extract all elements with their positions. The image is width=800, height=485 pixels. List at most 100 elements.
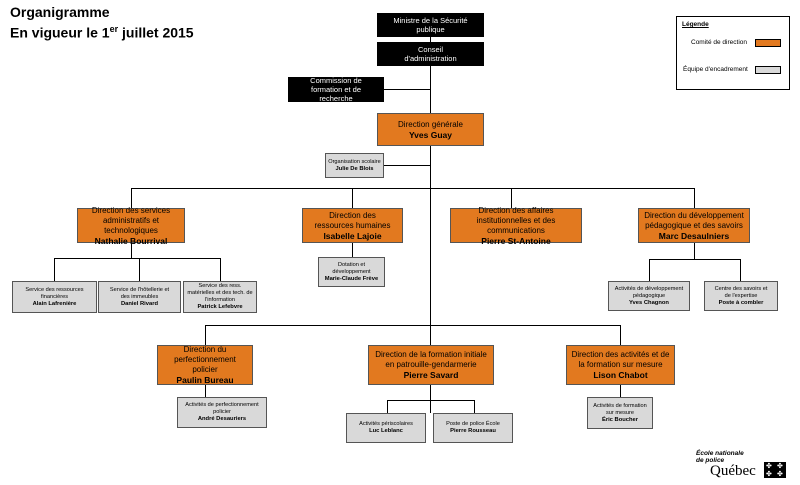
node-sr-fin-name: Alain Lafrenière [32, 300, 77, 307]
connector [694, 188, 695, 208]
node-dsat-title: Direction des services administratifs et… [91, 205, 171, 235]
node-act-perf-title: Activités de perfectionnement policier [185, 402, 259, 415]
node-dpp-title: Direction du perfectionnement policier [174, 345, 236, 374]
node-act-peri-name: Luc Leblanc [369, 428, 403, 434]
legend-direction-swatch [755, 39, 781, 47]
node-sr-fin-title: Service des ressources financières [25, 286, 84, 300]
node-act-ped: Activités de développement pédagogique Y… [608, 281, 690, 311]
connector [220, 258, 221, 281]
node-ddps-title: Direction du développement pédagogique e… [644, 210, 744, 230]
logo-quebec-wordmark: Québec [710, 463, 756, 479]
node-dpp: Direction du perfectionnement policier P… [157, 345, 253, 385]
node-act-perf-name: André Desauriers [197, 416, 247, 422]
connector [131, 243, 132, 258]
node-sr-hotel: Service de l'hôtellerie et des immeubles… [98, 281, 181, 313]
node-dotation-title: Dotation et développement [332, 261, 371, 275]
node-dpp-name: Paulin Bureau [176, 375, 234, 385]
node-sr-hotel-name: Daniel Rivard [120, 300, 159, 307]
node-act-ped-name: Yves Chagnon [629, 299, 669, 306]
node-dafm-name: Lison Chabot [593, 370, 648, 380]
connector [205, 325, 206, 345]
connector [620, 325, 621, 345]
connector [383, 89, 430, 90]
node-drh-title: Direction des ressources humaines [314, 210, 391, 230]
node-act-perf: Activités de perfectionnement policier A… [177, 397, 267, 428]
connector [387, 400, 474, 401]
trunk-connector [430, 64, 431, 413]
node-dg-title: Direction générale [398, 119, 463, 129]
node-ministre-label: Ministre de la Sécurité publique [393, 16, 468, 34]
legend-encadrement-swatch [755, 66, 781, 74]
node-org-scolaire-title: Organisation scolaire [328, 158, 381, 165]
node-centre: Centre des savoirs et de l'expertise Pos… [704, 281, 778, 311]
connector [620, 385, 621, 397]
legend-direction-label: Comité de direction [691, 39, 747, 46]
connector [205, 325, 620, 326]
legend-title: Légende [682, 21, 709, 28]
logo-school-name: École nationale de police [696, 450, 744, 464]
node-dg-name: Yves Guay [408, 129, 452, 140]
quebec-flag-icon: ✤✤ ✤✤ [764, 462, 786, 478]
node-act-mesure-title: Activités de formation sur mesure [593, 402, 647, 416]
node-sr-fin: Service des ressources financières Alain… [12, 281, 97, 313]
title-line1: Organigramme [10, 4, 110, 20]
connector [352, 188, 353, 208]
node-commission-label: Commission de formation et de recherche [310, 76, 362, 103]
connector [649, 259, 650, 281]
node-dsat-name: Nathalie Bourrival [94, 235, 168, 246]
node-dsat: Direction des services administratifs et… [77, 205, 185, 246]
node-ddps: Direction du développement pédagogique e… [638, 208, 750, 243]
node-dafm: Direction des activités et de la formati… [566, 345, 675, 385]
node-daic: Direction des affaires institutionnelles… [450, 205, 582, 246]
node-ministre: Ministre de la Sécurité publique [377, 13, 484, 37]
node-dotation-name: Marie-Claude Frève [324, 275, 379, 282]
connector [383, 165, 430, 166]
node-ddps-name: Marc Desaulniers [658, 230, 730, 241]
node-act-peri: Activités périscolaires Luc Leblanc [346, 413, 426, 443]
connector [694, 243, 695, 259]
legend: Légende Comité de direction Équipe d'enc… [676, 16, 790, 90]
node-sr-mat-title: Service des ress. matérielles et des tec… [187, 283, 253, 303]
node-poste-police-title: Poste de police École [446, 421, 500, 427]
node-act-peri-title: Activités périscolaires [359, 421, 413, 427]
node-poste-police: Poste de police École Pierre Rousseau [433, 413, 513, 443]
connector [430, 37, 431, 42]
node-org-scolaire: Organisation scolaire Julie De Blois [325, 153, 384, 178]
connector [511, 188, 512, 208]
node-drh: Direction des ressources humaines Isabel… [302, 208, 403, 243]
node-daic-title: Direction des affaires institutionnelles… [476, 205, 556, 235]
connector [740, 259, 741, 281]
node-dotation: Dotation et développement Marie-Claude F… [318, 257, 385, 287]
node-centre-title: Centre des savoirs et de l'expertise [714, 285, 768, 299]
node-conseil: Conseil d'administration [377, 42, 484, 66]
node-act-mesure: Activités de formation sur mesure Éric B… [587, 397, 653, 429]
node-act-ped-title: Activités de développement pédagogique [614, 285, 684, 299]
node-dfi-title: Direction de la formation initiale en pa… [375, 350, 487, 369]
connector [387, 400, 388, 413]
node-act-mesure-name: Éric Boucher [601, 416, 639, 423]
node-conseil-label: Conseil d'administration [404, 45, 457, 63]
connector [131, 188, 132, 208]
connector [649, 259, 740, 260]
node-dfi-name: Pierre Savard [403, 370, 459, 380]
title-line2: En vigueur le 1er juillet 2015 [10, 24, 194, 41]
node-sr-mat: Service des ress. matérielles et des tec… [183, 281, 257, 313]
node-centre-name: Poste à combler [718, 299, 764, 306]
connector [54, 258, 55, 281]
connector [474, 400, 475, 413]
node-dg: Direction générale Yves Guay [377, 113, 484, 146]
connector [205, 385, 206, 397]
connector [54, 258, 220, 259]
node-drh-name: Isabelle Lajoie [323, 230, 382, 241]
legend-encadrement-label: Équipe d'encadrement [683, 66, 748, 73]
connector [131, 188, 694, 189]
node-sr-hotel-title: Service de l'hôtellerie et des immeubles [109, 286, 170, 300]
connector [352, 243, 353, 257]
node-sr-mat-name: Patrick Lefebvre [197, 304, 243, 310]
node-poste-police-name: Pierre Rousseau [450, 428, 496, 434]
node-org-scolaire-name: Julie De Blois [335, 165, 374, 172]
node-dafm-title: Direction des activités et de la formati… [571, 350, 670, 369]
connector [139, 258, 140, 281]
node-commission: Commission de formation et de recherche [288, 76, 384, 103]
node-dfi: Direction de la formation initiale en pa… [368, 345, 494, 385]
